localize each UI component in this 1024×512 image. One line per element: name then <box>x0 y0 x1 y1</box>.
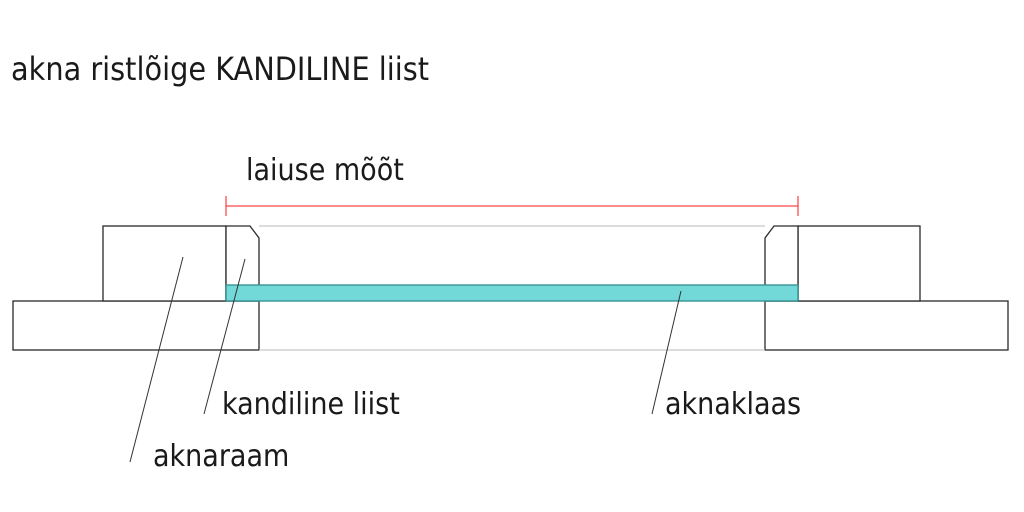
strip-leader-line <box>203 258 246 415</box>
strip-label: kandiline liist <box>222 387 400 422</box>
window-frame-left <box>102 225 227 302</box>
wall-right <box>764 300 1009 351</box>
frame-leader-line <box>129 256 184 463</box>
dimension-line-group <box>225 196 799 216</box>
glass-leader-line <box>651 290 682 415</box>
glass-label: aknaklaas <box>665 387 801 422</box>
wall-base-left <box>12 300 260 351</box>
diagram-title: akna ristlõige KANDILINE liist <box>11 50 429 88</box>
wall-base-right <box>764 300 1009 351</box>
window-frame-right <box>797 225 921 302</box>
wall-left <box>12 300 260 351</box>
window-glass <box>225 284 799 302</box>
frame-label: aknaraam <box>153 439 289 474</box>
dimension-label: laiuse mõõt <box>246 153 404 188</box>
